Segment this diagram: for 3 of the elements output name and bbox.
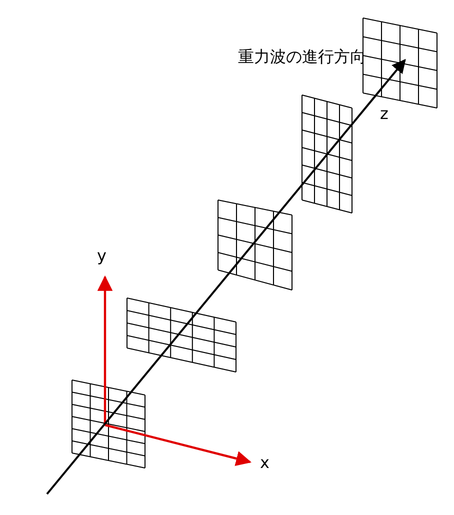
axis-label: x — [260, 455, 270, 471]
axis-label: y — [97, 248, 106, 264]
axis-label: z — [380, 106, 388, 122]
